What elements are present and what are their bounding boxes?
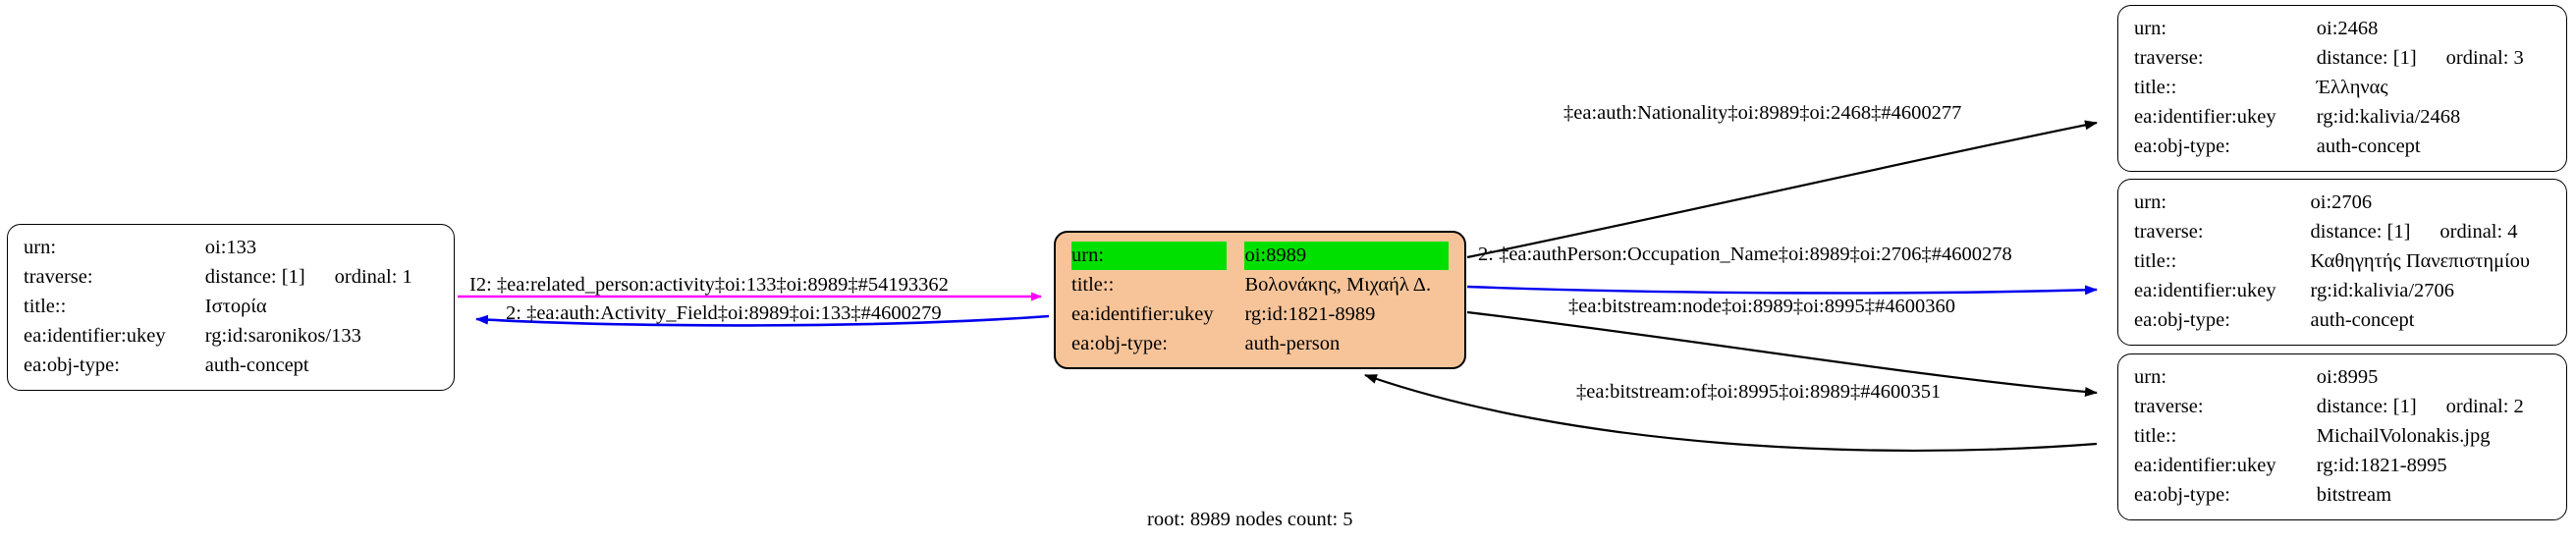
edge-label-bitstream-of: ‡ea:bitstream:of‡oi:8995‡oi:8989‡#460035… bbox=[1576, 381, 1942, 403]
field-value-urn: oi:133 bbox=[204, 237, 257, 258]
node-fields: urn: oi:2468 traverse: distance: [1] ordi… bbox=[2134, 15, 2550, 162]
field-value-ukey: rg:id:kalivia/2706 bbox=[2310, 280, 2455, 302]
field-label-title: title:: bbox=[1071, 274, 1115, 297]
edge-label-bitstream-node: ‡ea:bitstream:node‡oi:8989‡oi:8995‡#4600… bbox=[1568, 296, 1956, 317]
field-label-traverse: traverse: bbox=[2134, 221, 2204, 244]
node-oi8989-root[interactable]: urn: oi:8989 title:: Βολονάκης, Μιχαήλ Δ… bbox=[1054, 231, 1466, 370]
field-label-objtype: ea:obj-type: bbox=[2134, 309, 2230, 332]
field-value-objtype: bitstream bbox=[2316, 484, 2392, 507]
field-value-urn: oi:8989 bbox=[1244, 242, 1449, 271]
traverse-ordinal: ordinal: 4 bbox=[2439, 221, 2518, 244]
field-value-ukey: rg:id:1821-8995 bbox=[2316, 455, 2447, 477]
node-fields: urn: oi:2706 traverse: distance: [1] ordi… bbox=[2134, 189, 2550, 336]
field-value-title: MichailVolonakis.jpg bbox=[2316, 425, 2491, 448]
traverse-ordinal: ordinal: 3 bbox=[2445, 47, 2524, 70]
node-oi8995[interactable]: urn: oi:8995 traverse: distance: [1] ordi… bbox=[2117, 353, 2567, 520]
traverse-distance: distance: [1] bbox=[204, 266, 305, 289]
field-label-traverse: traverse: bbox=[2134, 47, 2204, 70]
traverse-ordinal: ordinal: 2 bbox=[2445, 396, 2524, 418]
graph-caption: root: 8989 nodes count: 5 bbox=[1147, 509, 1353, 530]
edge-label-auth-activity-field: 2: ‡ea:auth:Activity_Field‡oi:8989‡oi:13… bbox=[506, 302, 942, 324]
field-label-ukey: ea:identifier:ukey bbox=[2134, 106, 2276, 129]
field-value-traverse: distance: [1] ordinal: 3 bbox=[2317, 44, 2550, 73]
field-label-title: title:: bbox=[24, 296, 67, 318]
field-value-title: Καθηγητής Πανεπιστημίου bbox=[2310, 250, 2531, 273]
edge-auth-nationality bbox=[1466, 120, 2098, 259]
field-label-ukey: ea:identifier:ukey bbox=[2134, 455, 2276, 477]
field-value-urn: oi:8995 bbox=[2316, 366, 2379, 388]
field-value-traverse: distance: [1] ordinal: 4 bbox=[2311, 218, 2550, 246]
node-fields: urn: oi:133 traverse: distance: [1] ordin… bbox=[24, 234, 438, 381]
field-label-urn: urn: bbox=[24, 237, 57, 258]
field-label-traverse: traverse: bbox=[24, 266, 93, 289]
field-value-objtype: auth-concept bbox=[2310, 309, 2415, 332]
field-label-urn: urn: bbox=[1071, 242, 1228, 271]
field-label-title: title:: bbox=[2134, 77, 2177, 99]
node-fields: urn: oi:8995 traverse: distance: [1] ordi… bbox=[2134, 363, 2550, 511]
edge-bitstream-node bbox=[1466, 310, 2098, 397]
field-value-urn: oi:2706 bbox=[2310, 191, 2373, 213]
field-value-ukey: rg:id:kalivia/2468 bbox=[2316, 106, 2461, 129]
edge-label-occupation-name: 2: ‡ea:authPerson:Occupation_Name‡oi:898… bbox=[1478, 244, 2012, 265]
field-value-traverse: distance: [1] ordinal: 1 bbox=[205, 263, 438, 292]
field-label-urn: urn: bbox=[2134, 191, 2167, 213]
field-label-urn: urn: bbox=[2134, 366, 2167, 388]
node-oi133[interactable]: urn: oi:133 traverse: distance: [1] ordin… bbox=[7, 224, 455, 391]
edge-bitstream-of bbox=[1364, 373, 2098, 453]
field-value-urn: oi:2468 bbox=[2316, 18, 2379, 39]
field-value-title: Βολονάκης, Μιχαήλ Δ. bbox=[1244, 274, 1432, 297]
edge-occupation-name bbox=[1466, 285, 2098, 296]
field-value-ukey: rg:id:1821-8989 bbox=[1244, 303, 1376, 326]
field-label-title: title:: bbox=[2134, 250, 2177, 273]
field-value-objtype: auth-concept bbox=[204, 354, 309, 377]
node-fields: urn: oi:8989 title:: Βολονάκης, Μιχαήλ Δ… bbox=[1071, 242, 1449, 358]
field-label-title: title:: bbox=[2134, 425, 2177, 448]
field-label-traverse: traverse: bbox=[2134, 396, 2204, 418]
field-value-title: Έλληνας bbox=[2316, 77, 2388, 99]
field-value-objtype: auth-concept bbox=[2316, 136, 2421, 158]
field-value-ukey: rg:id:saronikos/133 bbox=[204, 325, 361, 348]
field-label-objtype: ea:obj-type: bbox=[2134, 136, 2230, 158]
traverse-distance: distance: [1] bbox=[2316, 396, 2417, 418]
edge-auth-activity-field bbox=[475, 314, 1050, 327]
field-label-urn: urn: bbox=[2134, 18, 2167, 39]
field-value-title: Ιστορία bbox=[204, 296, 267, 318]
field-label-ukey: ea:identifier:ukey bbox=[1071, 303, 1214, 326]
field-label-objtype: ea:obj-type: bbox=[24, 354, 120, 377]
edge-label-auth-nationality: ‡ea:auth:Nationality‡oi:8989‡oi:2468‡#46… bbox=[1563, 102, 1962, 124]
field-label-objtype: ea:obj-type: bbox=[1071, 333, 1168, 355]
traverse-ordinal: ordinal: 1 bbox=[334, 266, 412, 289]
traverse-distance: distance: [1] bbox=[2316, 47, 2417, 70]
node-oi2468[interactable]: urn: oi:2468 traverse: distance: [1] ordi… bbox=[2117, 5, 2567, 172]
node-oi2706[interactable]: urn: oi:2706 traverse: distance: [1] ordi… bbox=[2117, 179, 2567, 346]
traverse-distance: distance: [1] bbox=[2310, 221, 2411, 244]
field-label-objtype: ea:obj-type: bbox=[2134, 484, 2230, 507]
field-label-ukey: ea:identifier:ukey bbox=[24, 325, 166, 348]
field-label-ukey: ea:identifier:ukey bbox=[2134, 280, 2276, 302]
field-value-objtype: auth-person bbox=[1244, 333, 1341, 355]
field-value-traverse: distance: [1] ordinal: 2 bbox=[2317, 393, 2550, 421]
edge-label-related-person-activity: I2: ‡ea:related_person:activity‡oi:133‡o… bbox=[469, 274, 949, 296]
